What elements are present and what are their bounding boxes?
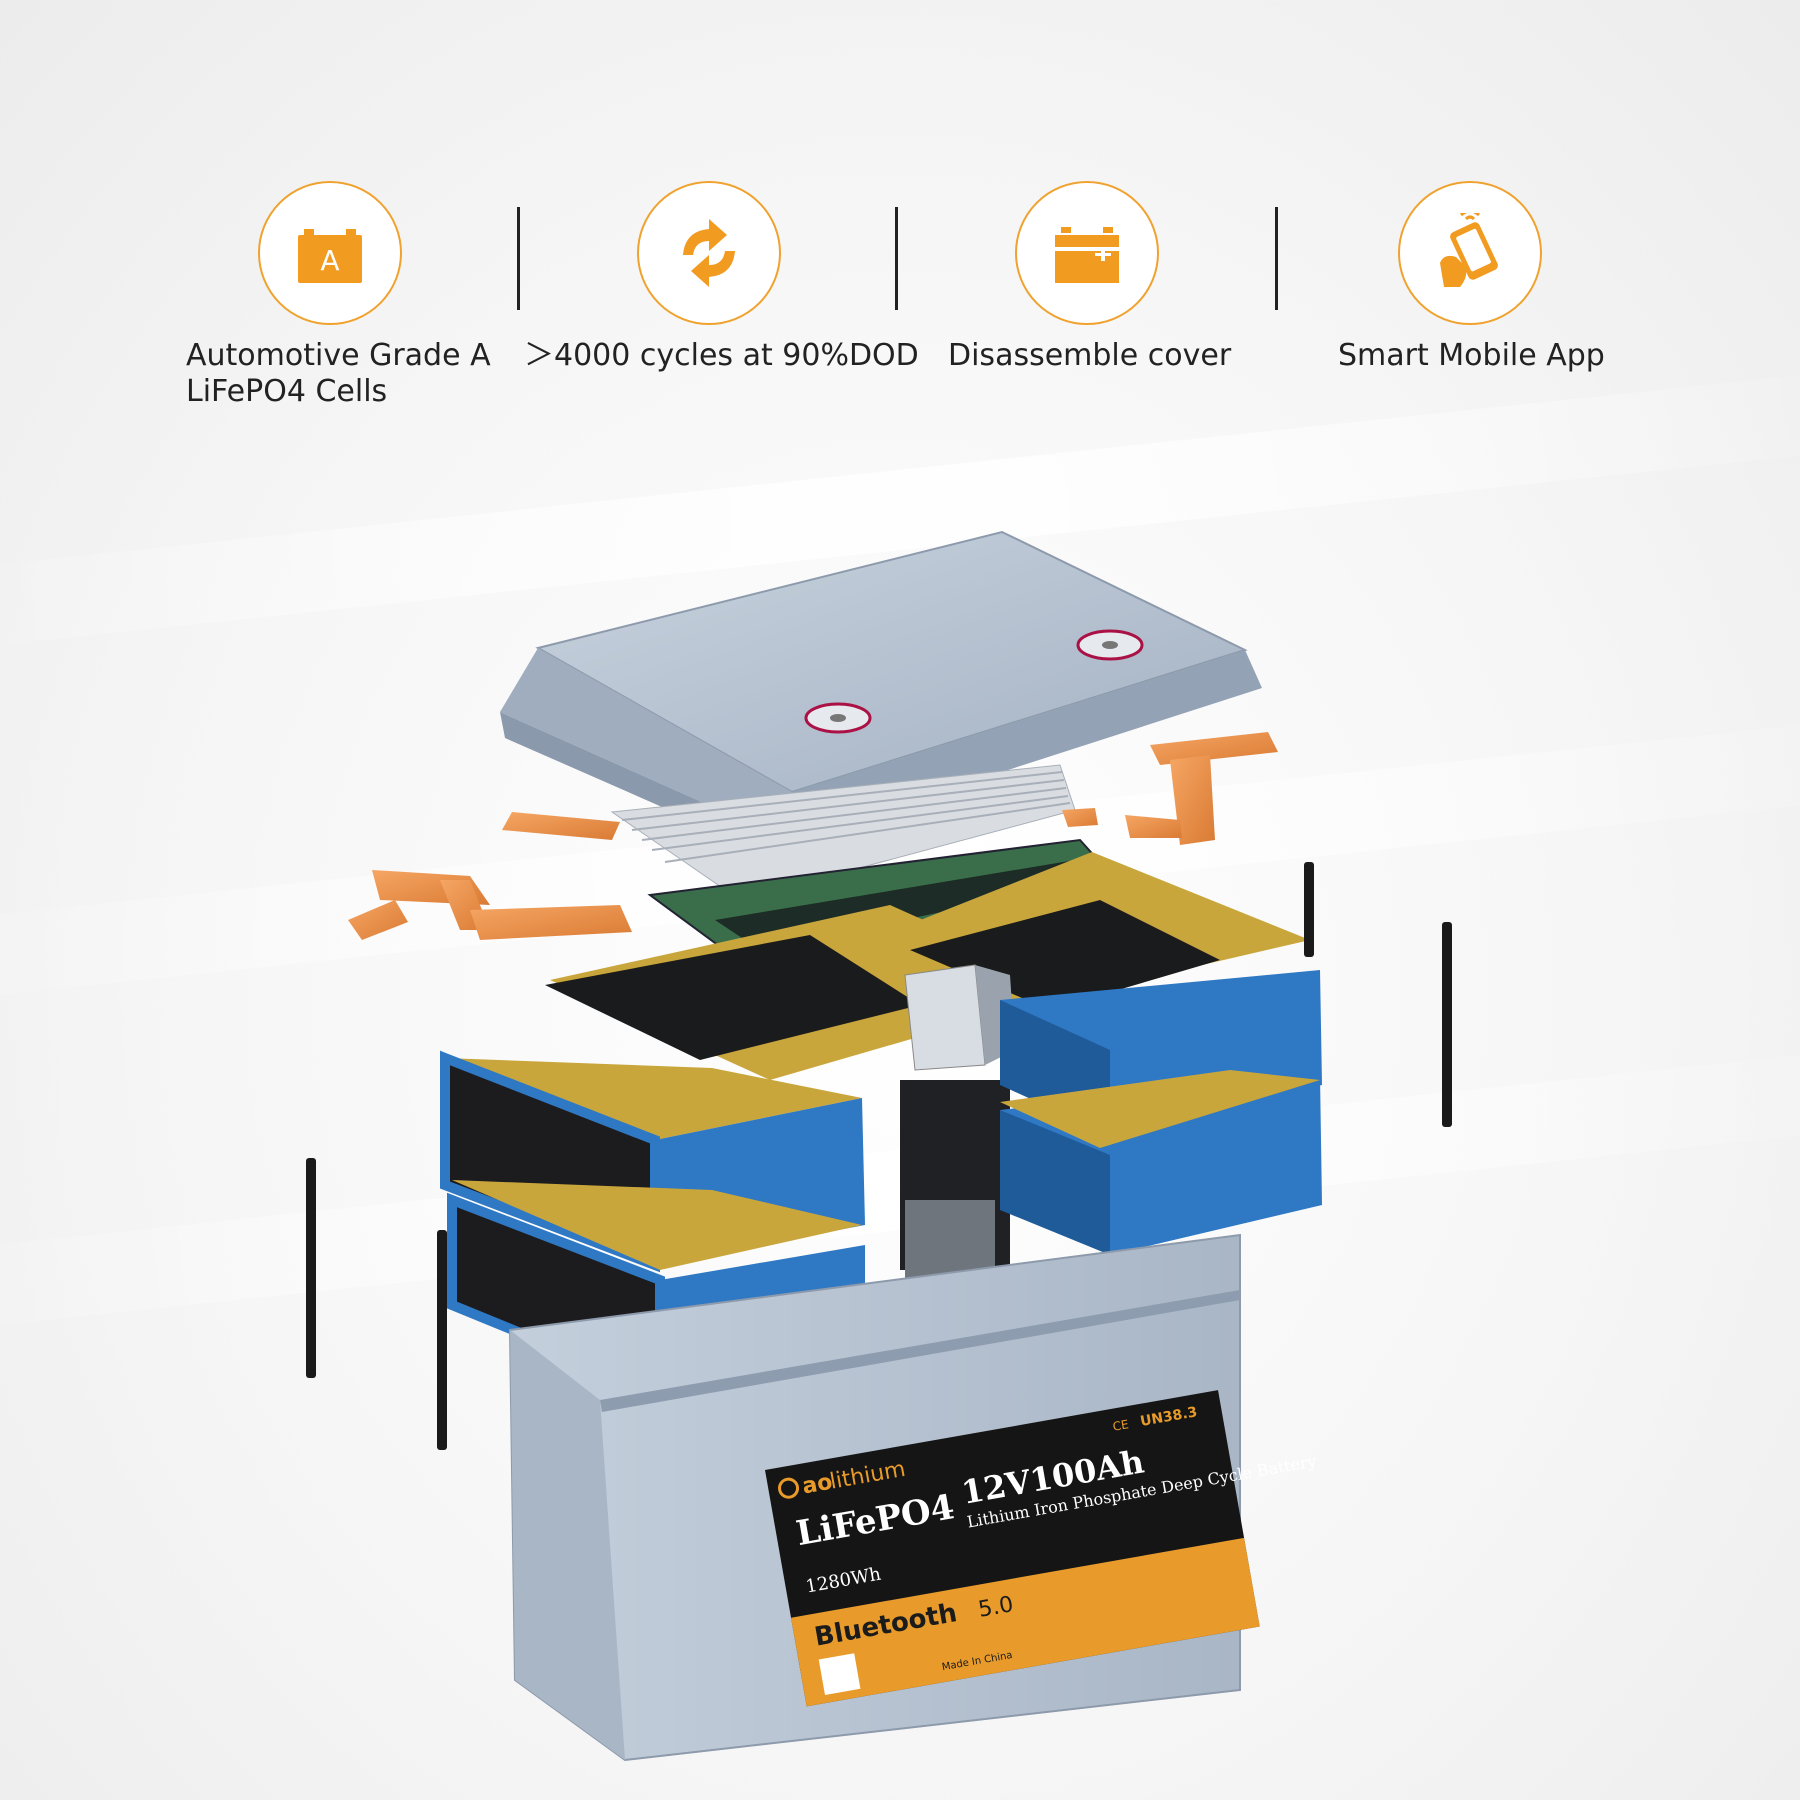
feature-1-line-1: Automotive Grade A: [186, 338, 491, 373]
battery-cover-icon: [1055, 227, 1119, 283]
screw: [1442, 922, 1452, 1127]
ce-mark: CE: [1112, 1417, 1130, 1434]
feature-1-line-2: LiFePO4 Cells: [186, 374, 388, 409]
brand-prefix: ao: [800, 1470, 834, 1500]
feature-1-icon-circle: A: [258, 181, 402, 325]
feature-divider: [517, 207, 520, 310]
heat-sink: [610, 764, 1076, 901]
center-bracket: [900, 964, 1015, 1280]
assembly-screws: [306, 862, 1452, 1450]
feature-3-text: Disassemble cover: [948, 338, 1231, 374]
screw: [306, 1158, 316, 1378]
feature-2-text: ＞4000 cycles at 90%DOD: [524, 338, 919, 374]
feature-4-line-1: Smart Mobile App: [1338, 338, 1605, 373]
feature-2-icon-circle: [637, 181, 781, 325]
screw: [437, 1230, 447, 1450]
terminal-negative: [804, 702, 872, 734]
brand-logo-icon: [778, 1477, 800, 1499]
copper-busbars: [348, 732, 1278, 940]
bluetooth-version: 5.0: [976, 1592, 1015, 1623]
feature-divider: [895, 207, 898, 310]
feature-2-line-1: ＞4000 cycles at 90%DOD: [524, 338, 919, 373]
cycle-arrows-icon: [683, 219, 735, 287]
qr-code-icon: [818, 1653, 861, 1696]
smart-phone-app-icon: [1440, 213, 1498, 287]
feature-4-icon-circle: [1398, 181, 1542, 325]
battery-label: ao lithium CE UN38.3 LiFePO4 12V100Ah Li…: [765, 1390, 1318, 1707]
lifepo4-cell-lower-right: [1000, 1070, 1322, 1255]
feature-1-text: Automotive Grade A LiFePO4 Cells: [186, 338, 491, 410]
feature-3-icon-circle: [1015, 181, 1159, 325]
terminal-positive: [1076, 629, 1144, 661]
feature-3-line-1: Disassemble cover: [948, 338, 1232, 373]
screw: [1304, 862, 1314, 957]
top-plate: [545, 935, 920, 1060]
grade-a-cell-icon: A: [298, 229, 362, 283]
feature-divider: [1275, 207, 1278, 310]
feature-4-text: Smart Mobile App: [1338, 338, 1605, 374]
grade-a-letter: A: [320, 244, 339, 277]
